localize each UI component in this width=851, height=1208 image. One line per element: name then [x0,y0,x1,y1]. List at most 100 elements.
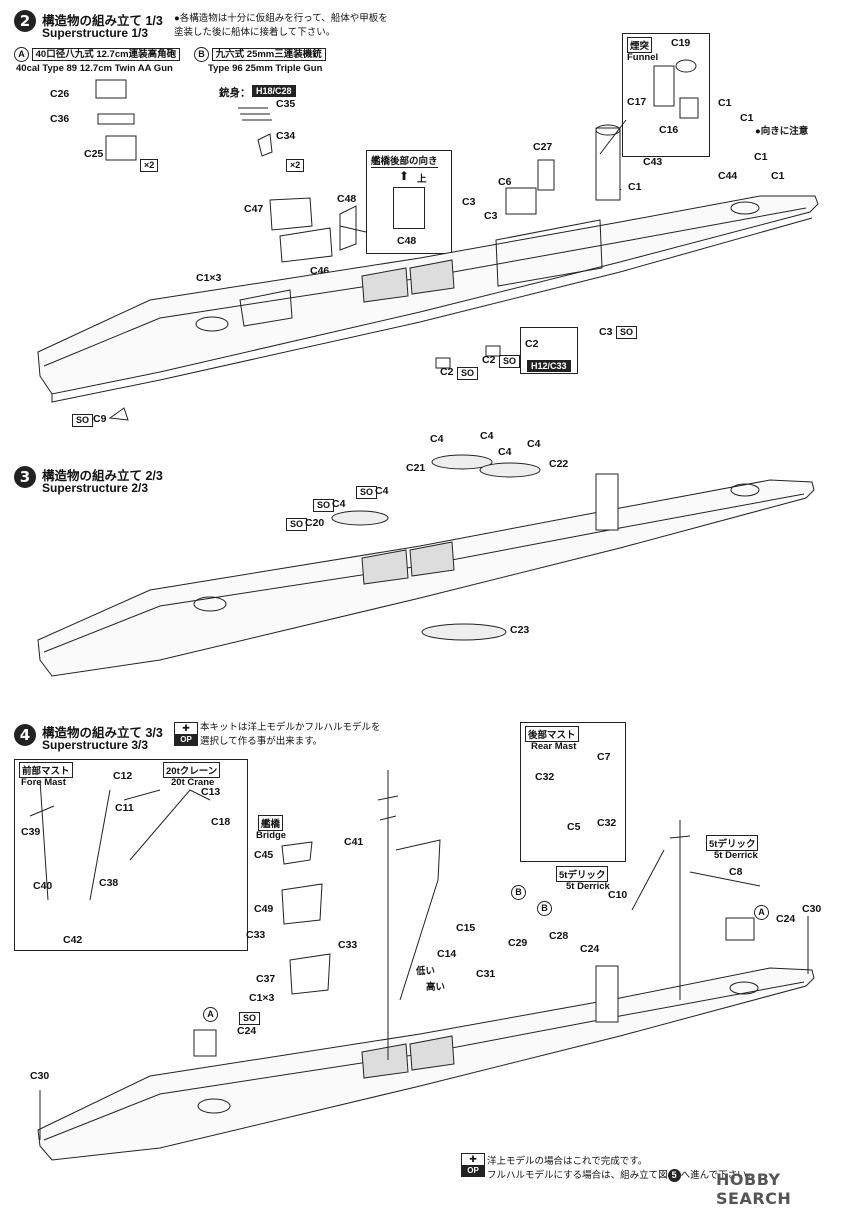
fore-mast-title-jp: 前部マスト [19,762,73,778]
bridge-rear-title: 艦橋後部の向き [371,153,438,168]
times-two-a: ×2 [140,159,159,172]
fore-mast-crane-box: 前部マスト Fore Mast 20tクレーン 20t Crane C12 C1… [14,759,248,951]
part-c39: C39 [21,826,41,838]
final-note-step: 5 [667,1169,681,1182]
part-c23: C23 [510,624,530,636]
part-c3-a: C3 [462,196,476,208]
step-3-title-en: Superstructure 2/3 [42,481,149,495]
part-c4-c: C4 [498,446,512,458]
part-c1-f: C1 [628,181,642,193]
part-c2-a: C2 [440,366,454,378]
h12-part: H12/C33 [527,360,571,372]
weapon-a-marker-1-letter: A [203,1007,218,1022]
part-c1-d: C1 [771,170,785,182]
part-c4-d: C4 [527,438,541,450]
part-c48: C48 [337,193,357,205]
hull-step4 [37,965,815,1161]
part-c1-b: C1 [740,112,754,124]
weapon-b-marker-1-letter: B [511,885,526,900]
funnel-title-jp: 煙突 [627,37,653,53]
part-c34: C34 [276,130,296,142]
part-c20: C20 [305,517,325,529]
part-c14: C14 [437,948,457,960]
so-tag-c4-b: SO [356,486,378,499]
direction-note: ●向きに注意 [755,126,809,137]
part-c13: C13 [201,786,221,798]
part-c16: C16 [659,124,679,136]
part-c2-detail: C2 [525,338,539,350]
rear-mast-title-jp: 後部マスト [525,726,579,742]
c2-detail-box: C2 H12/C33 [520,327,578,374]
part-c1-x3-b: C1×3 [249,992,275,1004]
so-tag-c3: SO [616,326,638,339]
weapon-b-marker-1: B [511,882,526,900]
step-3-title-jp: 構造物の組み立て 2/3 [42,469,163,483]
bridge-title-jp: 艦橋 [258,815,284,831]
weapon-b-en: Type 96 25mm Triple Gun [208,63,323,74]
step-4-title-jp: 構造物の組み立て 3/3 [42,726,163,740]
part-c6: C6 [498,176,512,188]
rear-mast-title-en: Rear Mast [531,741,577,752]
part-c32-b: C32 [597,817,617,829]
part-c44: C44 [718,170,738,182]
part-c33-a: C33 [246,929,266,941]
derrick-left-en: 5t Derrick [566,881,610,892]
low-label: 低い [416,966,436,977]
final-op-icon-top: ✚ [469,1154,477,1164]
part-c28: C28 [549,930,569,942]
derrick-right-en: 5t Derrick [714,850,758,861]
part-c33-b: C33 [338,939,358,951]
part-c4-b: C4 [480,430,494,442]
op-icon: ✚ OP [174,722,198,746]
crane-title-jp: 20tクレーン [163,762,221,778]
barrel-label: 銃身： [219,87,251,99]
part-c19: C19 [671,37,691,49]
rear-mast-box: 後部マスト Rear Mast C7 C32 C32 C5 [520,722,626,862]
step-4-number: 4 [14,724,36,746]
weapon-b-title: B 九六式 25mm三連装機銃 [194,46,326,62]
weapon-a-marker-2-letter: A [754,905,769,920]
step-2-title-en: Superstructure 1/3 [42,26,149,40]
times-two-b: ×2 [286,159,305,172]
part-c47: C47 [244,203,264,215]
part-c11: C11 [115,802,134,814]
final-note-text-b: へ進んで下さい。 [680,1170,757,1181]
part-c41: C41 [344,836,364,848]
bridge-title-en: Bridge [256,830,287,841]
high-label: 高い [426,982,446,993]
part-c26: C26 [50,88,70,100]
part-c37: C37 [256,973,276,985]
part-c49: C49 [254,903,274,915]
part-c22: C22 [549,458,569,470]
part-c24-a: C24 [237,1025,257,1037]
final-note-text-a: フルハルモデルにする場合は、組み立て図 [487,1170,668,1181]
hull-step2 [37,124,819,403]
op-icon-top: ✚ [182,723,190,733]
part-c1-c: C1 [754,151,768,163]
part-c24-c: C24 [776,913,796,925]
part-c2-b: C2 [482,354,496,366]
bridge-rear-c48: C48 [397,235,417,247]
derrick-left-jp: 5tデリック [556,866,609,882]
part-c38: C38 [99,877,119,889]
bridge-rear-part-drawing [393,187,425,229]
part-c30-a: C30 [30,1070,50,1082]
barrel-part: H18/C28 [252,85,296,97]
step-4-title-en: Superstructure 3/3 [42,738,149,752]
so-tag-c4-a: SO [313,499,335,512]
part-c42: C42 [63,934,83,946]
weapon-b-marker-2: B [537,898,552,916]
part-c9: C9 [93,413,107,425]
op-note: 本キットは洋上モデルかフルハルモデルを選択して作る事が出来ます。 [200,722,381,747]
step-2-title-jp: 構造物の組み立て 1/3 [42,14,163,28]
part-c36: C36 [50,113,70,125]
weapon-a-marker-2: A [754,902,769,920]
part-c7: C7 [597,751,611,763]
part-c27: C27 [533,141,553,153]
bridge-rear-box: 艦橋後部の向き ⬆ 上 C48 [366,150,452,254]
crane-title-en: 20t Crane [171,777,215,788]
weapon-a-title: A 40口径八九式 12.7cm連装高角砲 [14,46,181,62]
part-c35: C35 [276,98,296,110]
